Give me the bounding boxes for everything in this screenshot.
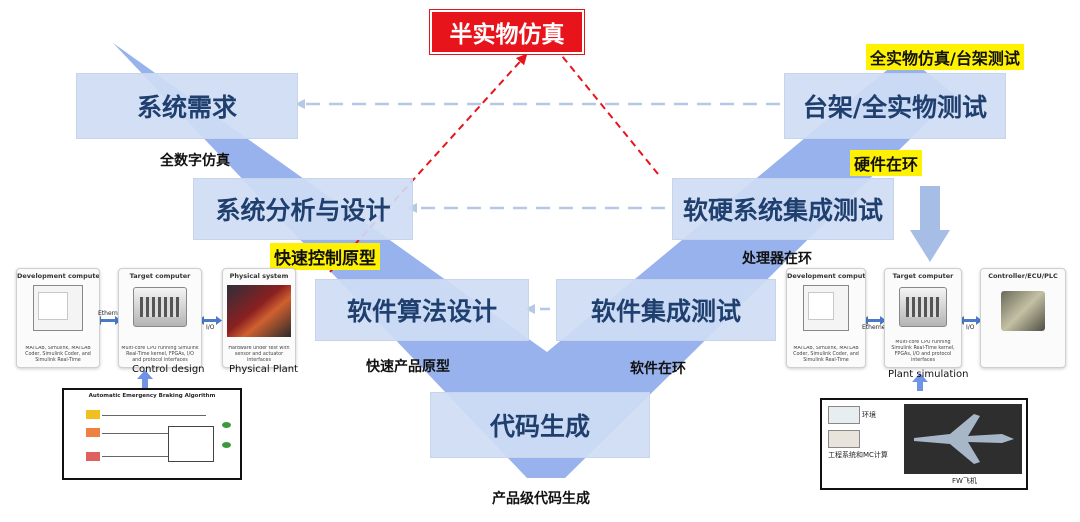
caption-control-design: Control design <box>132 364 205 375</box>
highlight-full-physical-sim-rig-test: 全实物仿真/台架测试 <box>866 44 1024 70</box>
model-block-icon <box>86 428 100 437</box>
down-arrow-icon <box>910 186 950 262</box>
aircraft-icon <box>914 414 1014 464</box>
aircraft-simulation-image: 环境 工程系统和MC计算 FW飞机 <box>820 398 1028 490</box>
label-software-in-loop: 软件在环 <box>630 361 686 377</box>
robot-arm-image <box>227 285 291 337</box>
highlight-rapid-control-prototype: 快速控制原型 <box>270 243 380 270</box>
panel-title: Target computer <box>129 272 191 280</box>
box-software-integration-test: 软件集成测试 <box>556 279 776 341</box>
up-arrow-icon <box>137 370 153 388</box>
panel-physical-system: Physical system Hardware under test with… <box>222 268 296 368</box>
panel-description: Hardware under test with sensor and actu… <box>228 346 290 363</box>
panel-target-computer-left: Target computer Multi-core CPU running S… <box>118 268 202 368</box>
aircraft-label: FW飞机 <box>952 477 977 485</box>
up-arrow-icon <box>912 373 928 391</box>
engineering-label: 工程系统和MC计算 <box>828 451 888 459</box>
box-system-requirements: 系统需求 <box>76 73 298 139</box>
red-dashed-arrow-right <box>561 55 659 175</box>
environment-label: 环境 <box>862 411 876 419</box>
model-wire-icon <box>102 415 206 416</box>
panel-title: Development computer <box>787 272 866 280</box>
box-hw-sw-integration-test: 软硬系统集成测试 <box>672 178 894 240</box>
label-ethernet: Ethernet <box>98 310 124 317</box>
simulink-model-image: Automatic Emergency Braking Algorithm <box>62 388 242 480</box>
highlight-hardware-in-loop: 硬件在环 <box>850 150 923 176</box>
box-rig-full-physical-test: 台架/全实物测试 <box>784 73 1006 139</box>
caption-plant-simulation: Plant simulation <box>888 369 969 380</box>
panel-controller-ecu-plc: Controller/ECU/PLC <box>980 268 1066 368</box>
panel-title: Controller/ECU/PLC <box>988 272 1058 280</box>
model-block-icon <box>86 452 100 461</box>
engineering-block-icon <box>828 430 860 448</box>
label-full-digital-sim: 全数字仿真 <box>160 153 230 169</box>
model-subsystem-icon <box>168 426 214 462</box>
ecu-hardware-image <box>1001 291 1045 331</box>
rack-icon <box>899 287 947 327</box>
panel-dev-computer-left: Development computer MATLAB, Simulink, M… <box>16 268 100 368</box>
monitor-icon <box>33 285 83 331</box>
panel-title: Target computer <box>892 272 954 280</box>
label-rapid-product-prototype: 快速产品原型 <box>366 359 450 375</box>
page-title: 半实物仿真 <box>430 10 584 54</box>
monitor-icon <box>803 285 849 331</box>
panel-description: Multi-core CPU running Simulink Real-Tim… <box>121 346 199 363</box>
panel-description: MATLAB, Simulink, MATLAB Coder, Simulink… <box>793 346 859 363</box>
panel-target-computer-right: Target computer Multi-core CPU running S… <box>884 268 962 368</box>
panel-title: Physical system <box>229 272 289 280</box>
box-system-analysis-design: 系统分析与设计 <box>193 178 413 240</box>
model-title: Automatic Emergency Braking Algorithm <box>88 393 216 399</box>
label-production-code-gen: 产品级代码生成 <box>492 491 590 507</box>
model-wire-icon <box>102 433 168 434</box>
label-processor-in-loop: 处理器在环 <box>742 251 812 267</box>
model-block-icon <box>86 410 100 419</box>
box-software-algorithm-design: 软件算法设计 <box>315 279 529 341</box>
label-io: I/O <box>966 324 975 331</box>
model-output-icon <box>222 422 231 428</box>
panel-description: MATLAB, Simulink, MATLAB Coder, Simulink… <box>25 346 91 363</box>
caption-physical-plant: Physical Plant <box>229 364 299 375</box>
panel-dev-computer-right: Development computer MATLAB, Simulink, M… <box>786 268 866 368</box>
label-ethernet: Ethernet <box>862 324 888 331</box>
box-code-generation: 代码生成 <box>430 392 650 458</box>
label-io: I/O <box>206 324 215 331</box>
panel-title: Development computer <box>17 272 100 280</box>
environment-block-icon <box>828 406 860 424</box>
rack-icon <box>133 287 187 327</box>
model-wire-icon <box>102 456 168 457</box>
panel-description: Multi-core CPU running Simulink Real-Tim… <box>891 340 955 363</box>
model-output-icon <box>222 442 231 448</box>
